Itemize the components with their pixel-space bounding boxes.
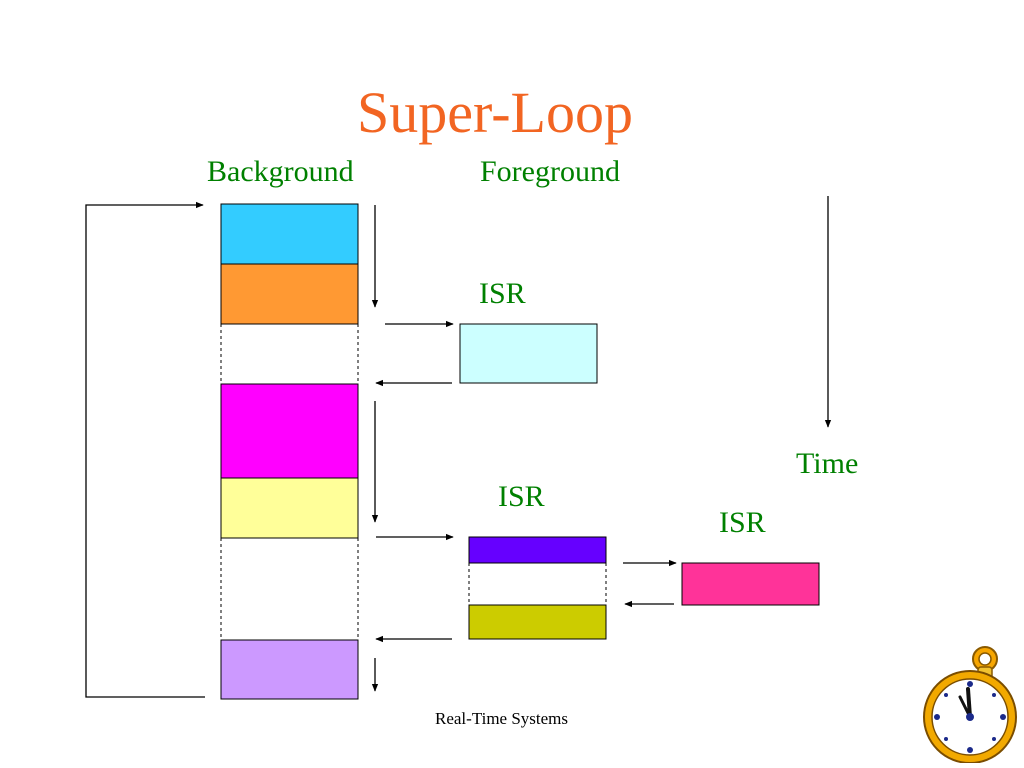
background-task-5 [220,639,359,700]
isr-1-block [459,323,598,384]
isr-3-label: ISR [719,506,766,539]
isr-2-block-top [468,536,607,564]
loop-back-arrow [85,201,205,698]
background-task-2 [220,263,359,325]
isr-1-label: ISR [479,277,526,310]
slide-footer: Real-Time Systems [435,709,569,728]
background-task-4 [220,477,359,539]
isr-2-label: ISR [498,480,545,513]
slide-title: Super-Loop [357,80,633,145]
clock-icon [923,646,1017,763]
background-task-1 [220,203,359,265]
background-task-3 [220,383,359,479]
foreground-label: Foreground [480,155,620,188]
isr-3-block [681,562,820,606]
background-label: Background [207,155,354,188]
time-label: Time [796,447,859,480]
isr-2-block-bottom [468,604,607,640]
